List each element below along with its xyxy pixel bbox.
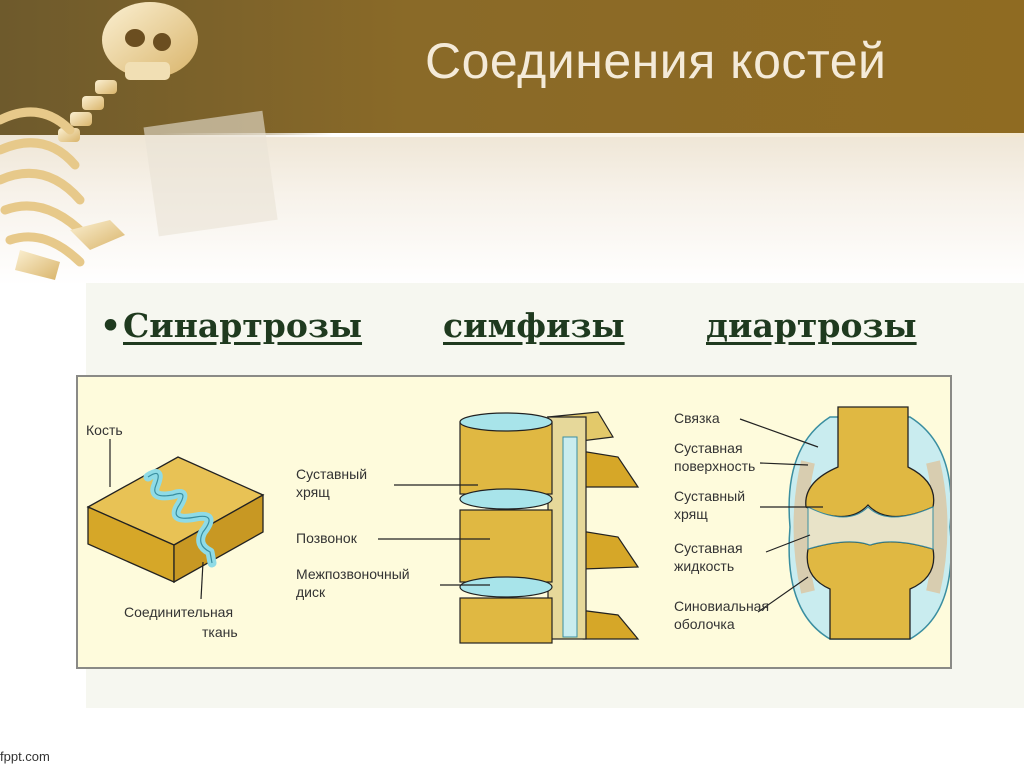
- label-synovial-1: Синовиальная: [674, 598, 769, 614]
- label-disc-2: диск: [296, 584, 326, 600]
- label-disc-1: Межпозвоночный: [296, 566, 410, 582]
- synarthrosis-figure: Кость Соединительная ткань: [86, 422, 265, 640]
- label-fluid-1: Суставная: [674, 540, 743, 556]
- label-vertebra: Позвонок: [296, 530, 358, 546]
- symphysis-figure: Суставный хрящ Позвонок Межпозвоночный д…: [296, 411, 640, 644]
- skeleton-image: [0, 2, 278, 280]
- footer-text: fppt.com: [0, 749, 50, 764]
- term-synarthrosis: Синартрозы: [123, 306, 363, 345]
- label-surface-1: Суставная: [674, 440, 743, 456]
- label-symph-cartilage-2: хрящ: [296, 484, 330, 500]
- label-diar-cartilage-2: хрящ: [674, 506, 708, 522]
- joints-diagram: Кость Соединительная ткань: [86, 406, 952, 644]
- diarthrosis-figure: Связка Суставная поверхность Суставный х…: [674, 406, 952, 640]
- label-bone: Кость: [86, 422, 123, 438]
- label-surface-2: поверхность: [674, 458, 755, 474]
- label-synovial-2: оболочка: [674, 616, 735, 632]
- bullet-list: • Синартрозы симфизы диартрозы: [100, 306, 1000, 356]
- slide-title: Соединения костей: [425, 33, 887, 89]
- header-divider: [160, 133, 1024, 137]
- label-fluid-2: жидкость: [674, 558, 734, 574]
- label-diar-cartilage-1: Суставный: [674, 488, 745, 504]
- label-tissue-1: Соединительная: [124, 604, 233, 620]
- term-symphysis: симфизы: [443, 306, 625, 345]
- label-symph-cartilage-1: Суставный: [296, 466, 367, 482]
- bullet-dot: •: [100, 306, 122, 345]
- diagram-panel: Кость Соединительная ткань: [76, 375, 952, 669]
- term-diarthrosis: диартрозы: [706, 306, 917, 345]
- label-ligament: Связка: [674, 410, 720, 426]
- label-tissue-2: ткань: [202, 624, 238, 640]
